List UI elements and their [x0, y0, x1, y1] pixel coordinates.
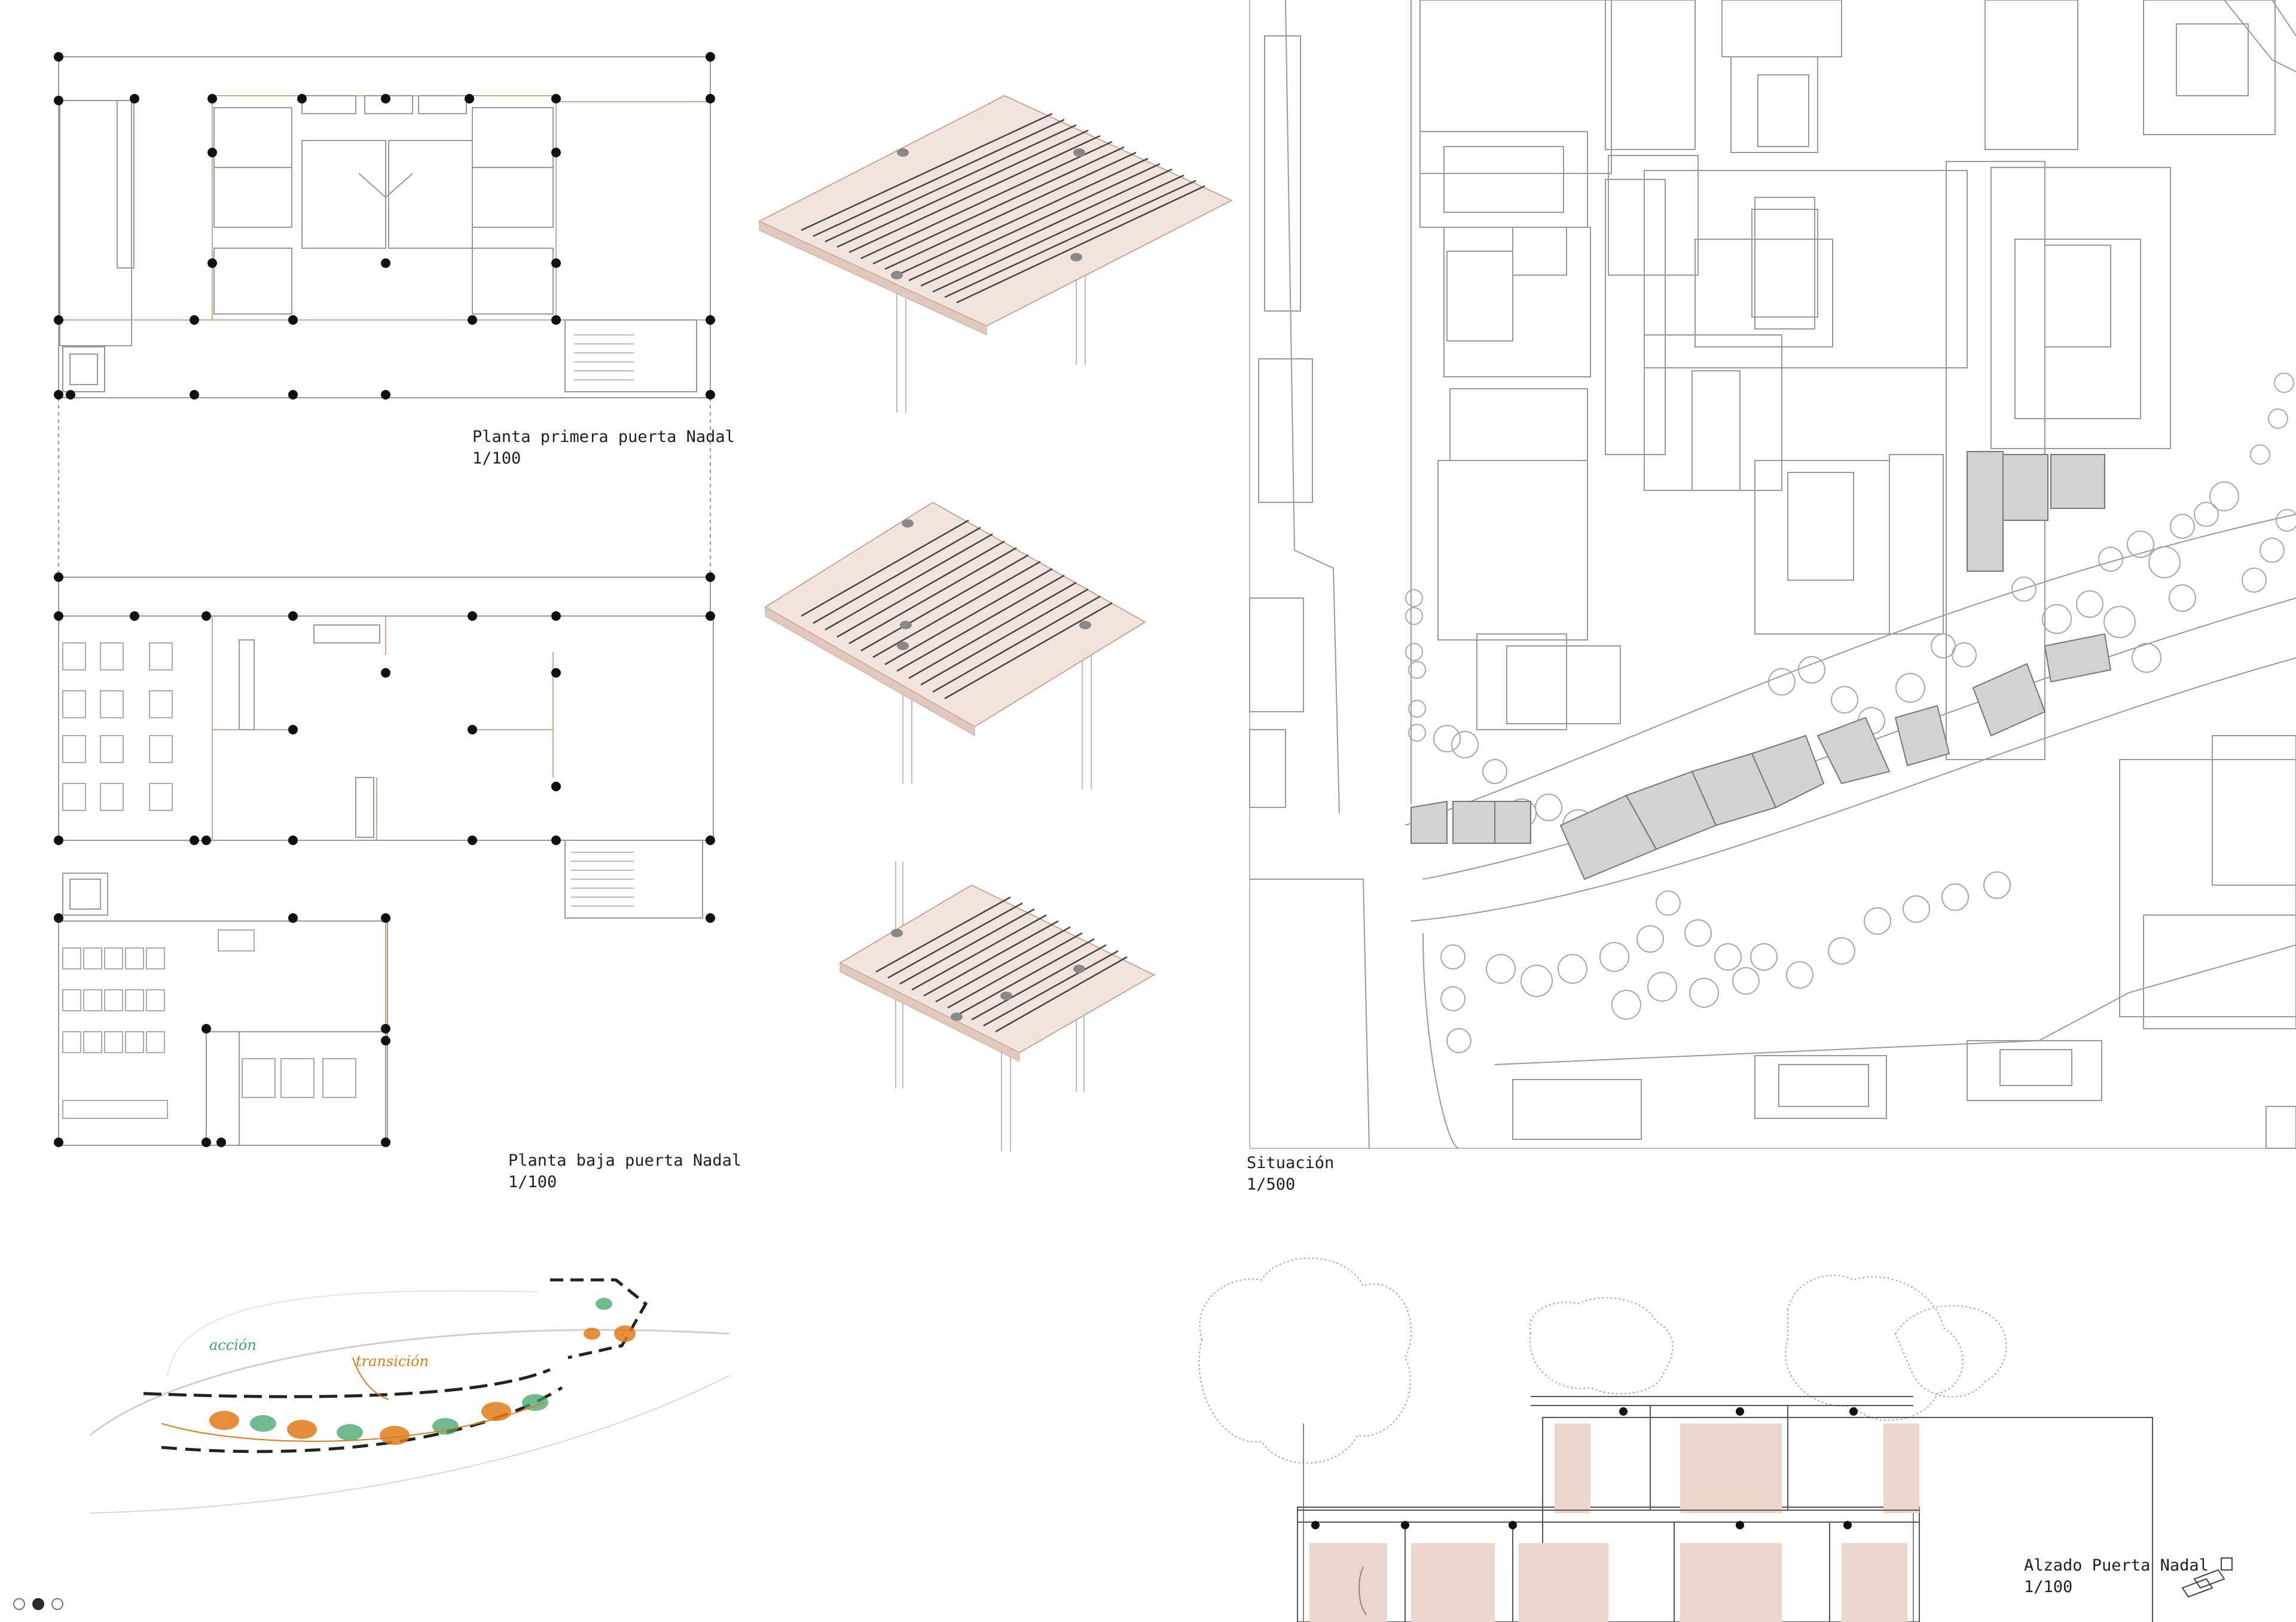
- first-floor-title: Planta primera puerta Nadal: [472, 428, 735, 446]
- page-dot-2[interactable]: [32, 1598, 44, 1610]
- ground-floor-title: Planta baja puerta Nadal: [508, 1151, 742, 1170]
- site-title: Situación: [1247, 1154, 1335, 1172]
- elevation-title: Alzado Puerta Nadal: [2024, 1556, 2209, 1575]
- axonometric-pavilion-2: [764, 501, 1146, 789]
- ground-floor-scale: 1/100: [508, 1173, 557, 1191]
- axonometric-pavilion-1: [758, 94, 1234, 413]
- first-floor-scale: 1/100: [472, 449, 521, 468]
- site-scale: 1/500: [1247, 1175, 1296, 1194]
- page-dot-1[interactable]: [13, 1598, 25, 1610]
- axonometric-pavilion-3: [838, 861, 1156, 1151]
- page-indicator: [13, 1598, 63, 1610]
- ground-floor-caption: Planta baja puerta Nadal 1/100: [508, 1150, 741, 1193]
- elevation-structure: [1297, 1396, 2153, 1622]
- site-plan: [1249, 0, 2296, 1149]
- first-floor-plan: [58, 56, 711, 577]
- sketch-label-orange: transición: [356, 1353, 429, 1370]
- ground-floor-columns: [54, 572, 715, 1147]
- first-floor-caption: Planta primera puerta Nadal 1/100: [472, 426, 735, 469]
- ground-floor-plan: [58, 577, 714, 1146]
- sketch-label-green: acción: [209, 1337, 257, 1353]
- site-trees: [1405, 373, 2296, 1053]
- site-caption: Situación 1/500: [1247, 1153, 1334, 1196]
- elevation-scale: 1/100: [2024, 1578, 2073, 1596]
- elevation-caption: Alzado Puerta Nadal 1/100: [2024, 1555, 2209, 1598]
- stair-icon: [2181, 1557, 2233, 1598]
- concept-sketch: [89, 1278, 730, 1514]
- first-floor-columns: [54, 52, 715, 400]
- site-pavilions: [1410, 451, 2112, 880]
- page-dot-3[interactable]: [51, 1598, 63, 1610]
